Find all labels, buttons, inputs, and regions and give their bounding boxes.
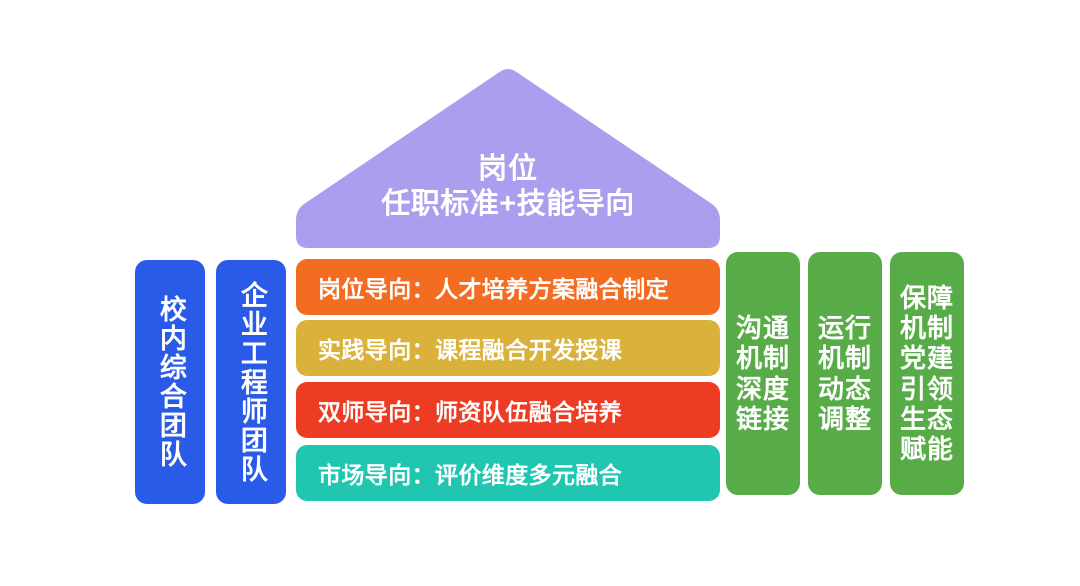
pillar-text-row: 沟通 (735, 313, 790, 344)
pillar-text-row: 保障 (899, 283, 954, 314)
pillar-text-row: 机制 (735, 343, 790, 374)
pillar-school-team-label: 校内综合团队 (155, 295, 186, 469)
pillar-text-row: 调整 (817, 403, 872, 434)
bar-market-orientation[interactable]: 市场导向：评价维度多元融合 (296, 445, 720, 501)
pillar-enterprise-engineer-team[interactable]: 企业工程师团队 (216, 260, 286, 504)
pillar-text-row: 引领 (899, 373, 954, 404)
pillar-operation-mechanism[interactable]: 运行机制动态调整 (808, 252, 882, 495)
bar-post-orientation[interactable]: 岗位导向：人才培养方案融合制定 (296, 259, 720, 315)
pillar-text-row: 生态 (899, 403, 954, 434)
bar-practice-orientation[interactable]: 实践导向：课程融合开发授课 (296, 320, 720, 376)
pillar-guarantee-mechanism[interactable]: 保障机制党建引领生态赋能 (890, 252, 964, 495)
pillar-enterprise-engineer-team-label: 企业工程师团队 (236, 280, 267, 484)
pillar-communication-mechanism-label: 沟通机制深度链接 (736, 313, 790, 434)
pillar-communication-mechanism[interactable]: 沟通机制深度链接 (726, 252, 800, 495)
bar-post-orientation-label: 岗位导向：人才培养方案融合制定 (318, 276, 669, 302)
bar-practice-orientation-label: 实践导向：课程融合开发授课 (318, 337, 623, 363)
pillar-text-row: 深度 (735, 373, 790, 404)
bar-dual-teacher-orientation[interactable]: 双师导向：师资队伍融合培养 (296, 382, 720, 438)
pillar-text-row: 运行 (817, 313, 872, 344)
bar-dual-teacher-orientation-label: 双师导向：师资队伍融合培养 (318, 399, 623, 425)
pillar-text-row: 赋能 (899, 433, 954, 464)
bar-market-orientation-label: 市场导向：评价维度多元融合 (318, 462, 623, 488)
pillar-text-row: 链接 (735, 403, 790, 434)
pillar-guarantee-mechanism-label: 保障机制党建引领生态赋能 (900, 283, 954, 464)
pillar-operation-mechanism-label: 运行机制动态调整 (818, 313, 872, 434)
pillar-text-row: 机制 (899, 313, 954, 344)
pillar-text-row: 机制 (817, 343, 872, 374)
pillar-text-row: 动态 (817, 373, 872, 404)
pillar-text-row: 党建 (899, 343, 954, 374)
roof-triangle-icon (296, 69, 720, 248)
roof-shape: 岗位 任职标准+技能导向 (296, 68, 720, 248)
pillar-school-team[interactable]: 校内综合团队 (135, 260, 205, 504)
